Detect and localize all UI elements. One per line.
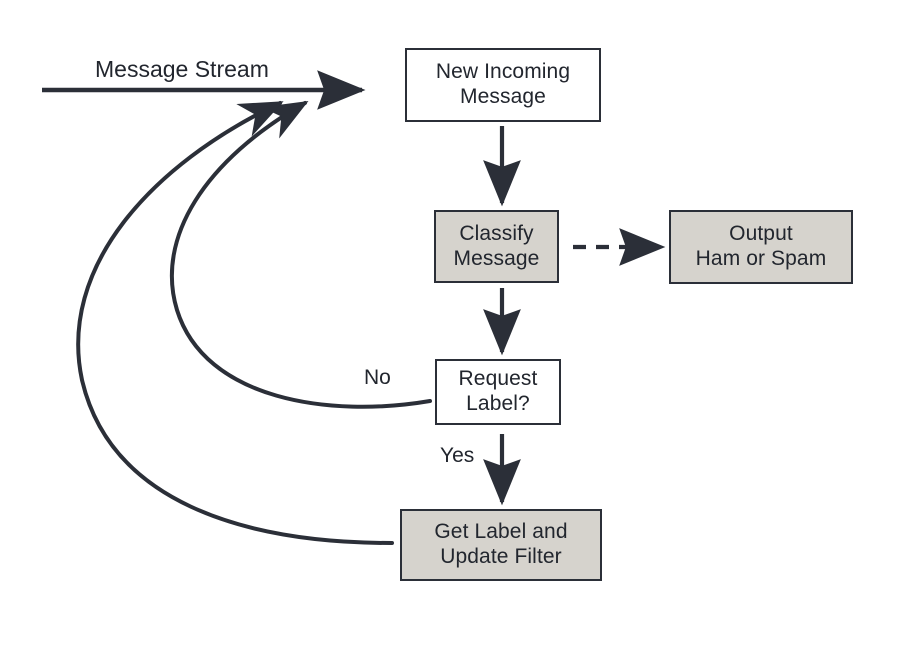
node-new-incoming-message[interactable]: New Incoming Message [405, 48, 601, 122]
edge-label-yes: Yes [440, 444, 475, 467]
edge-label-no: No [364, 366, 391, 389]
edge-no-feedback-curve [169, 101, 432, 409]
node-output-ham-or-spam[interactable]: Output Ham or Spam [669, 210, 853, 284]
node-classify-message[interactable]: Classify Message [434, 210, 559, 283]
node-get-label-and-update-filter[interactable]: Get Label and Update Filter [400, 509, 602, 581]
edge-update-feedback-curve [76, 101, 394, 545]
node-request-label[interactable]: Request Label? [435, 359, 561, 425]
message-stream-label: Message Stream [95, 56, 269, 82]
